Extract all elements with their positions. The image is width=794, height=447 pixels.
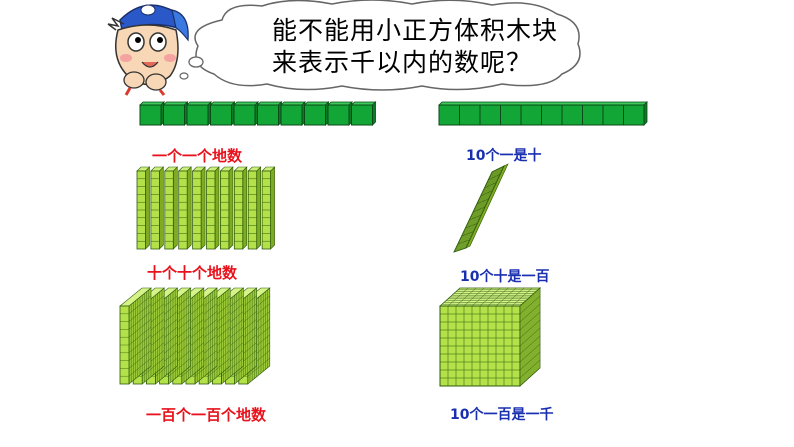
ten-rods-group — [136, 166, 276, 250]
ten-rod-cubes — [438, 101, 648, 126]
caption-tens-ten-by-ten: 十个十个地数 — [147, 264, 238, 282]
thought-bubble — [179, 0, 581, 91]
hundred-flat-standing — [119, 287, 152, 385]
bubble-question-line-2: 来表示千以内的数呢？ — [272, 48, 533, 77]
ten-rod — [261, 166, 276, 250]
ten-rod — [219, 166, 234, 250]
unit-cube — [327, 101, 353, 126]
unit-cube — [162, 101, 189, 126]
ten-rod-horizontal — [438, 101, 648, 126]
ten-rod — [164, 166, 179, 250]
thousand-cube-block — [438, 287, 542, 387]
ten-rod — [136, 166, 151, 250]
ten-rod — [177, 166, 192, 250]
unit-cube — [280, 101, 306, 126]
bubble-question-line-1: 能不能用小正方体积木块 — [272, 16, 559, 45]
unit-cube — [186, 101, 212, 126]
caption-ten-hundreds-is-thousand: 10个一百是一千 — [450, 407, 554, 423]
hundred-flat — [453, 163, 509, 253]
unit-cube — [303, 101, 330, 126]
ten-rod — [205, 166, 220, 250]
unit-cube — [233, 101, 259, 126]
hundred-flats-group — [119, 287, 271, 385]
ten-rod — [150, 166, 165, 250]
caption-ten-tens-is-hundred: 10个十是一百 — [460, 269, 550, 285]
caption-ones-one-by-one: 一个一个地数 — [152, 147, 243, 165]
ten-rod — [233, 166, 248, 250]
ones-cube-row — [139, 101, 377, 126]
ten-rod — [191, 166, 206, 250]
ten-rod — [247, 166, 262, 250]
unit-cube — [139, 101, 165, 126]
hundred-flat-grid — [453, 163, 509, 253]
unit-cube — [209, 101, 236, 126]
caption-ten-ones-is-ten: 10个一是十 — [466, 148, 542, 164]
unit-cube — [350, 101, 377, 126]
caption-hundreds-by-hundred: 一百个一百个地数 — [146, 406, 267, 424]
thinking-boy-icon — [107, 4, 189, 96]
thousand-cube — [438, 287, 542, 387]
unit-cube — [256, 101, 283, 126]
